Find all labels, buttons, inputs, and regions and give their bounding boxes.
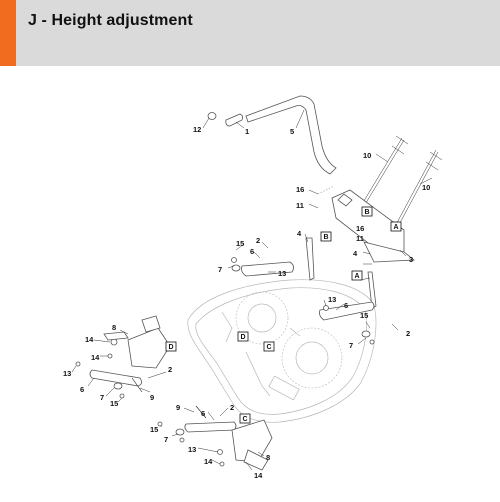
svg-text:B: B bbox=[364, 209, 369, 216]
leader-lines bbox=[71, 109, 433, 471]
label-4a: 4 bbox=[297, 229, 302, 238]
part-1-grip bbox=[225, 113, 244, 127]
label-13b: 13 bbox=[328, 295, 336, 304]
label-15d: 15 bbox=[150, 425, 158, 434]
box-C1: C bbox=[263, 341, 275, 352]
label-7a: 7 bbox=[218, 265, 222, 274]
label-2b: 2 bbox=[406, 329, 410, 338]
label-2a: 2 bbox=[256, 236, 260, 245]
label-16a: 16 bbox=[296, 185, 304, 194]
label-7d: 7 bbox=[164, 435, 168, 444]
label-6b: 6 bbox=[344, 301, 348, 310]
label-13c: 13 bbox=[63, 369, 71, 378]
label-14a: 14 bbox=[85, 335, 94, 344]
label-7b: 7 bbox=[349, 341, 353, 350]
box-B1: B bbox=[361, 206, 373, 217]
label-2c: 2 bbox=[168, 365, 172, 374]
reference-boxes: A A B B C C D D bbox=[165, 206, 402, 424]
label-15a: 15 bbox=[236, 239, 244, 248]
label-10b: 10 bbox=[422, 183, 430, 192]
label-13d: 13 bbox=[188, 445, 196, 454]
label-3: 3 bbox=[409, 255, 413, 264]
parts-diagram: 12 1 5 10 10 16 11 4 16 11 4 3 15 2 6 7 … bbox=[63, 95, 443, 480]
callout-labels: 12 1 5 10 10 16 11 4 16 11 4 3 15 2 6 7 … bbox=[63, 125, 430, 480]
label-5: 5 bbox=[290, 127, 294, 136]
accent-stripe bbox=[0, 0, 16, 66]
label-6a: 6 bbox=[250, 247, 254, 256]
part-4-rods bbox=[305, 237, 377, 309]
label-4b: 4 bbox=[353, 249, 358, 258]
label-8b: 8 bbox=[266, 453, 270, 462]
part-3-bracket bbox=[331, 189, 416, 263]
part-12-knob bbox=[207, 112, 217, 120]
box-D2: D bbox=[165, 341, 177, 352]
label-11a: 11 bbox=[296, 201, 304, 210]
label-14c: 14 bbox=[204, 457, 213, 466]
svg-text:A: A bbox=[393, 224, 398, 231]
label-7c: 7 bbox=[100, 393, 104, 402]
part-5-lever bbox=[245, 95, 337, 175]
label-6c: 6 bbox=[80, 385, 84, 394]
label-6d: 6 bbox=[201, 409, 205, 418]
header-bar bbox=[0, 0, 500, 66]
svg-text:D: D bbox=[240, 334, 245, 341]
box-D1: D bbox=[237, 331, 249, 342]
label-10a: 10 bbox=[363, 151, 371, 160]
svg-text:A: A bbox=[354, 273, 359, 280]
label-9a: 9 bbox=[150, 393, 154, 402]
svg-text:C: C bbox=[242, 416, 247, 423]
label-14d: 14 bbox=[254, 471, 263, 480]
hardware bbox=[75, 257, 375, 467]
label-15c: 15 bbox=[110, 399, 118, 408]
label-16b: 16 bbox=[356, 224, 364, 233]
mower-deck bbox=[187, 279, 377, 423]
svg-text:D: D bbox=[168, 344, 173, 351]
bottom-subassembly bbox=[195, 405, 273, 471]
box-A1: A bbox=[390, 221, 402, 232]
svg-text:C: C bbox=[266, 344, 271, 351]
svg-text:B: B bbox=[323, 234, 328, 241]
label-14b: 14 bbox=[91, 353, 100, 362]
label-15b: 15 bbox=[360, 311, 368, 320]
label-8a: 8 bbox=[112, 323, 116, 332]
label-11b: 11 bbox=[356, 234, 364, 243]
box-A2: A bbox=[351, 270, 363, 281]
left-subassembly bbox=[103, 315, 171, 393]
page-title: J - Height adjustment bbox=[28, 12, 193, 29]
box-B2: B bbox=[320, 231, 332, 242]
label-2d: 2 bbox=[230, 403, 234, 412]
label-13a: 13 bbox=[278, 269, 286, 278]
box-C2: C bbox=[239, 413, 251, 424]
label-12: 12 bbox=[193, 125, 201, 134]
label-9b: 9 bbox=[176, 403, 180, 412]
label-1: 1 bbox=[245, 127, 249, 136]
